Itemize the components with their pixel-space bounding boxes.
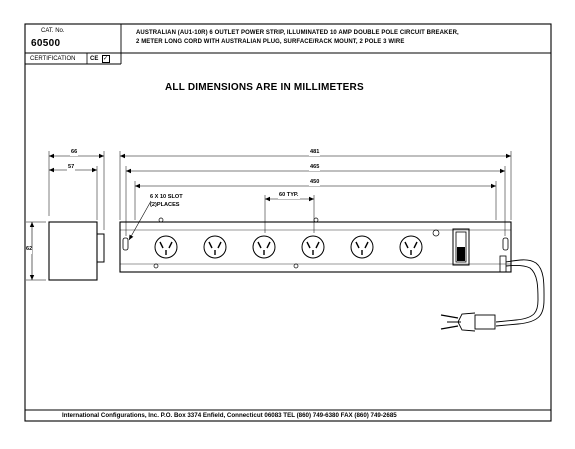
outlet-slot-left (159, 241, 164, 249)
outlet-face (399, 235, 423, 259)
outlet-slot-left (257, 241, 262, 249)
cord-strain-relief (499, 255, 507, 273)
certification-label: CERTIFICATION (30, 56, 76, 62)
outlet-slot-right (315, 241, 320, 249)
plug-body (474, 314, 496, 330)
dim-height: 62 (26, 246, 33, 254)
strip-body (119, 221, 512, 273)
screw-3 (153, 263, 159, 269)
dim-body-length: 450 (309, 179, 321, 186)
dimensions-heading: ALL DIMENSIONS ARE IN MILLIMETERS (165, 82, 364, 93)
circuit-breaker-housing (452, 228, 470, 266)
outlet-slot-right (266, 241, 271, 249)
outlet-2 (203, 235, 227, 259)
power-cord-inner (495, 264, 539, 323)
mount-slot-right (502, 237, 509, 251)
dim-overall-length: 481 (309, 149, 321, 156)
slot-note-line-2: (2)PLACES (150, 202, 180, 208)
outlet-slot-left (404, 241, 409, 249)
outlet-face (252, 235, 276, 259)
outlet-face (350, 235, 374, 259)
catalog-number: 60500 (31, 38, 61, 49)
outer-border (24, 23, 552, 422)
ce-checkbox-icon: ✓ (102, 55, 110, 63)
outlet-4 (301, 235, 325, 259)
title-block (24, 23, 552, 422)
plug-pin-upper (440, 314, 459, 319)
front-view (119, 217, 545, 332)
dim-mount-length: 465 (309, 164, 321, 171)
outlet-face (203, 235, 227, 259)
outlet-slot-right (168, 241, 173, 249)
outlet-6 (399, 235, 423, 259)
outlet-slot-left (208, 241, 213, 249)
description-line-1: AUSTRALIAN (AU1-10R) 6 OUTLET POWER STRI… (136, 30, 459, 36)
ce-mark: CE (90, 56, 99, 62)
dim-side-overall: 66 (70, 149, 79, 156)
outlet-slot-right (364, 241, 369, 249)
ground-mark-icon (432, 229, 440, 237)
screw-4 (293, 263, 299, 269)
side-view-body (48, 221, 98, 281)
outlet-slot-right (217, 241, 222, 249)
outlet-slot-left (306, 241, 311, 249)
side-view (26, 151, 105, 281)
dim-outlet-spacing: 60 TYP. (278, 192, 300, 199)
circuit-breaker-rocker-lit (457, 247, 465, 261)
cat-no-label: CAT. No. (41, 28, 65, 34)
outlet-slot-left (355, 241, 360, 249)
outlet-3 (252, 235, 276, 259)
slot-leader-line (128, 200, 152, 241)
outlet-face (301, 235, 325, 259)
plug-pin-lower (440, 325, 459, 330)
outlet-1 (154, 235, 178, 259)
outlet-group (154, 235, 423, 259)
circuit-breaker-rocker (455, 231, 467, 263)
outlet-5 (350, 235, 374, 259)
power-cord-outer (495, 259, 545, 327)
side-view-breaker (96, 233, 105, 263)
front-dimensions (119, 151, 512, 241)
slot-note-line-1: 6 X 10 SLOT (150, 194, 183, 200)
footer-company-info: International Configurations, Inc. P.O. … (62, 412, 397, 419)
dim-side-body: 57 (67, 164, 76, 171)
outlet-face (154, 235, 178, 259)
description-line-2: 2 METER LONG CORD WITH AUSTRALIAN PLUG, … (136, 39, 405, 45)
screw-1 (158, 217, 164, 223)
mount-slot-left (122, 237, 129, 251)
outlet-slot-right (413, 241, 418, 249)
screw-2 (313, 217, 319, 223)
